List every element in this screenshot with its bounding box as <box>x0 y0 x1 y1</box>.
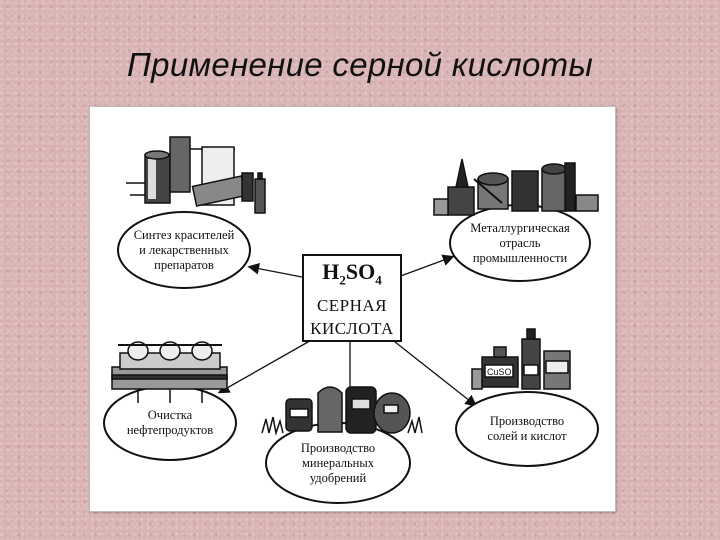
reagent-jars-icon: CuSO <box>471 328 571 390</box>
ellipse-salts <box>455 391 599 467</box>
label-dyes: Синтез красителей и лекарственных препар… <box>133 227 235 272</box>
factory-icon <box>433 158 599 216</box>
chemical-formula: H2SO4 <box>322 259 382 288</box>
arrow-to-salts <box>389 337 478 407</box>
arrow-to-metallurgy <box>397 254 455 278</box>
center-box-sulfuric-acid: H2SO4 СЕРНАЯ КИСЛОТА <box>302 254 402 342</box>
fertilizer-bags-icon <box>261 386 423 436</box>
arrow-to-oil <box>217 337 316 394</box>
diagram-panel: CuSO H2SO4 СЕРНАЯ КИСЛОТА Синтез красите… <box>89 106 616 512</box>
center-name-line2: КИСЛОТА <box>310 319 394 339</box>
label-metallurgy: Металлургическая отрасль промышленности <box>470 220 570 265</box>
label-salts: Производство солей и кислот <box>487 414 567 443</box>
diagram-svg: CuSO <box>103 136 599 504</box>
ellipse-dyes <box>117 211 251 289</box>
label-oil: Очистка нефтепродуктов <box>126 408 214 437</box>
label-fertilizer: Производство минеральных удобрений <box>300 440 376 485</box>
refinery-tanks-icon <box>111 341 228 403</box>
jar-label-cuso: CuSO <box>487 367 512 377</box>
flask-bottles-icon <box>126 136 266 214</box>
center-name-line1: СЕРНАЯ <box>316 296 388 316</box>
slide-title: Применение серной кислоты <box>126 46 594 83</box>
arrow-to-dyes <box>247 262 303 278</box>
